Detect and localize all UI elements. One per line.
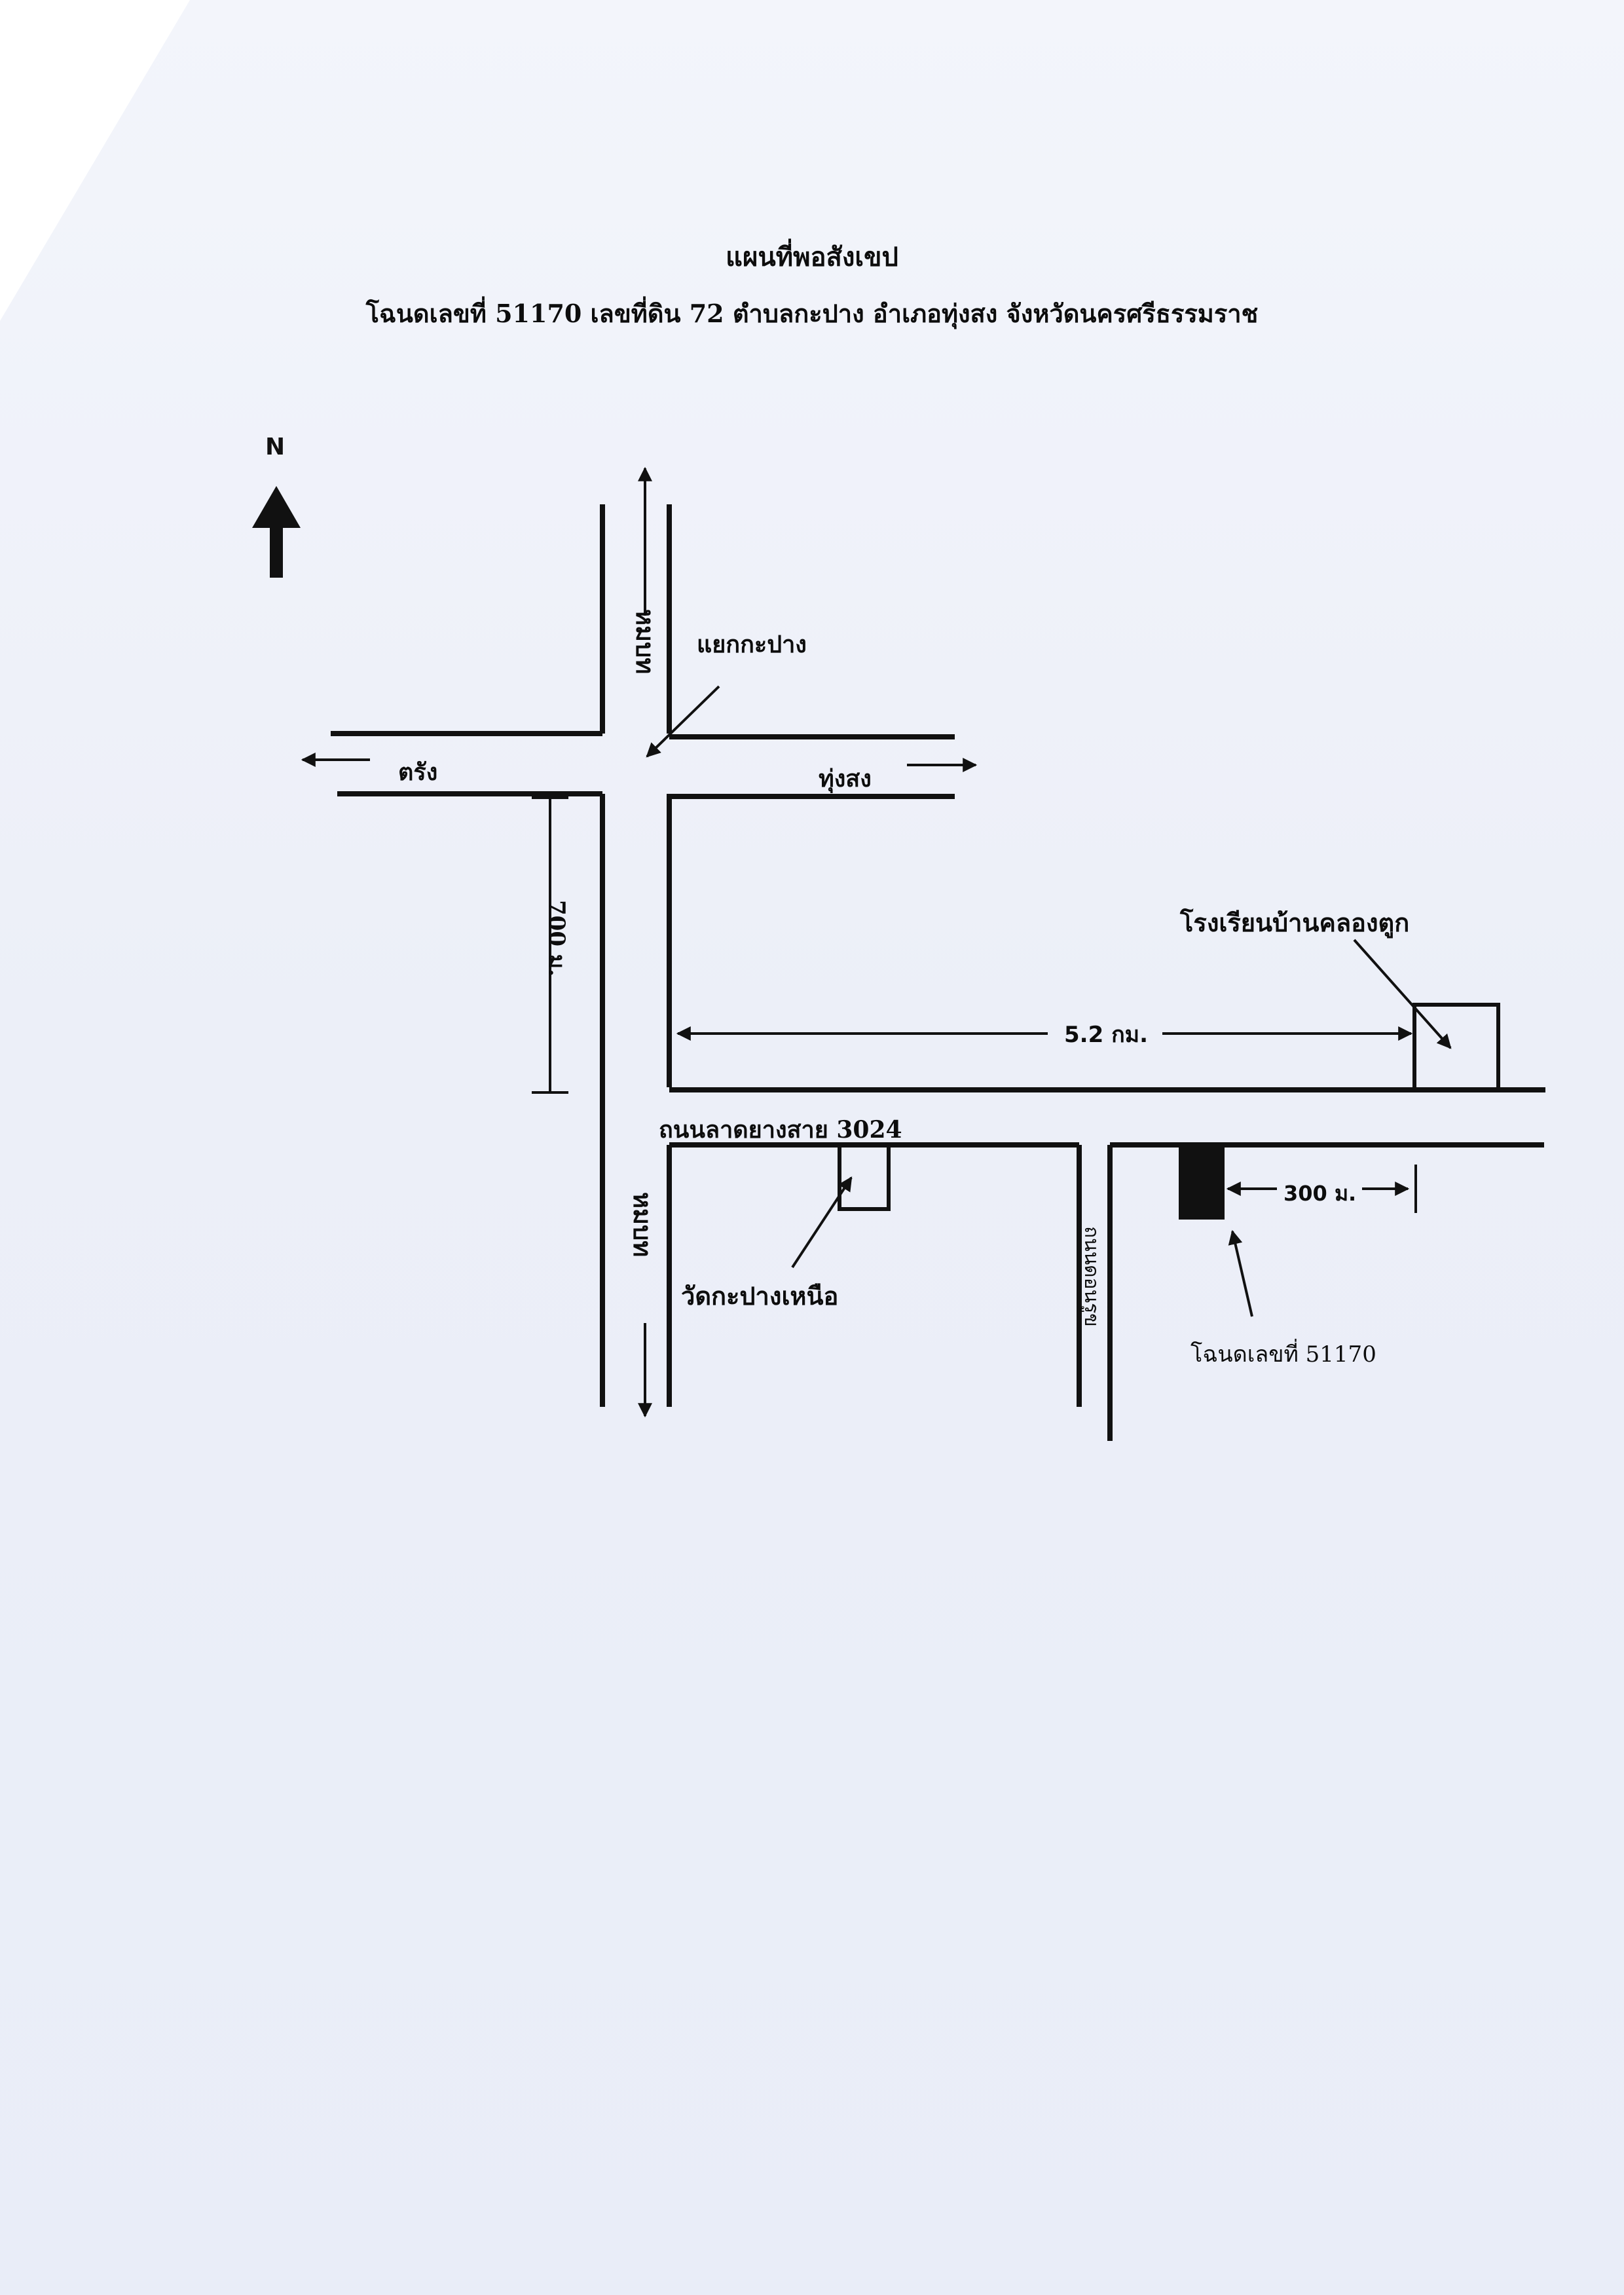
distance-5-2km-label: 5.2 กม. [1064,1022,1148,1048]
folded-corner [0,0,190,321]
junction-label: แยกกะปาง [697,631,807,658]
temple-label: วัดกะปางเหนือ [681,1281,839,1311]
distance-300m-label: 300 ม. [1283,1181,1357,1206]
distance-700m [532,796,568,1094]
distance-300m [1226,1165,1417,1213]
school-label: โรงเรียนบ้านคลองตูก [1180,908,1410,937]
parcel-label: โฉนดเลขที่ 51170 [1190,1341,1376,1368]
road-north-label: หมบท [631,609,660,675]
map-subtitle: โฉนดเลขที่ 51170 เลขที่ดิน 72 ตำบลกะปาง … [365,299,1259,328]
road-south-label: หมบท [628,1192,657,1258]
north-arrow [252,486,301,578]
map-title: แผนที่พอสังเขป [726,242,898,272]
north-label: N [265,434,286,460]
roads [331,504,1545,1441]
trang-label: ตรัง [398,758,438,786]
thung-song-label: ทุ่งสง [819,765,872,793]
parcel-marker [1179,1146,1253,1317]
arrow-junction [646,685,720,758]
side-road-label: ถนนดอนรูข [1080,1226,1103,1327]
distance-700m-label: 700 ม. [544,900,570,977]
school-marker [1353,939,1500,1092]
direction-arrows [301,466,978,1418]
temple-marker [791,1143,891,1269]
road-3024-label: ถนนลาดยางสาย 3024 [659,1116,902,1144]
